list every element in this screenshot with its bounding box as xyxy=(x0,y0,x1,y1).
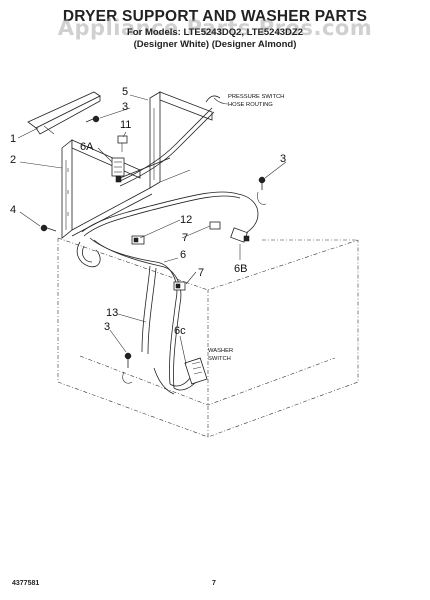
leader-lines xyxy=(17,94,287,365)
callout-6c: 6c xyxy=(174,325,186,337)
callout-11: 11 xyxy=(120,119,131,131)
note-switch: SWITCH xyxy=(208,356,231,362)
callout-6b: 6B xyxy=(234,263,247,275)
callout-13: 13 xyxy=(106,307,118,319)
part-11-clip xyxy=(117,135,128,152)
watermark: Appliance Parts Pros.com xyxy=(57,16,373,40)
callout-7-upper: 7 xyxy=(182,232,188,244)
callout-7-lower: 7 xyxy=(198,267,204,279)
notes: PRESSURE SWITCH HOSE ROUTING WASHER SWIT… xyxy=(208,94,284,362)
callout-labels: 5 3 1 11 6A 2 3 4 12 7 6 7 6B 13 3 6c xyxy=(10,86,286,337)
part-5-right-support xyxy=(149,91,213,189)
color-line: (Designer White) (Designer Almond) xyxy=(133,39,297,50)
part-12-clip xyxy=(131,235,145,245)
part-6b-connector xyxy=(230,227,250,243)
callout-1: 1 xyxy=(10,133,16,145)
note-pressure-switch: PRESSURE SWITCH xyxy=(228,94,284,100)
part-6c-switch-harness xyxy=(153,357,208,395)
callout-2: 2 xyxy=(10,154,16,166)
note-washer: WASHER xyxy=(208,348,233,354)
page-number: 7 xyxy=(212,580,216,587)
callout-6a: 6A xyxy=(80,141,94,153)
model-line: For Models: LTE5243DQ2, LTE5243DZ2 xyxy=(127,27,303,38)
page-title: DRYER SUPPORT AND WASHER PARTS xyxy=(62,8,368,25)
part-1-top-bracket xyxy=(27,91,101,135)
callout-6: 6 xyxy=(180,249,186,261)
part-6a-connector xyxy=(111,157,125,183)
part-2-left-support xyxy=(61,139,141,239)
callout-3-top: 3 xyxy=(122,101,128,113)
callout-12: 12 xyxy=(180,214,192,226)
callout-3-bottom: 3 xyxy=(104,321,110,333)
part-3-screw-bottom xyxy=(122,352,133,384)
part-4-screw xyxy=(40,224,57,232)
part-13-hose xyxy=(141,265,157,355)
document-number: 4377581 xyxy=(12,580,40,587)
note-hose-routing: HOSE ROUTING xyxy=(228,102,273,108)
part-3-screw-right xyxy=(257,176,267,205)
callout-5: 5 xyxy=(122,86,128,98)
washer-cabinet-outline xyxy=(57,237,359,438)
part-6-wire-harness xyxy=(76,191,259,389)
part-7-clip xyxy=(173,221,221,291)
pressure-switch-hose xyxy=(117,95,221,187)
part-3-screw-top xyxy=(85,115,100,123)
callout-3-right: 3 xyxy=(280,153,286,165)
callout-4: 4 xyxy=(10,204,16,216)
